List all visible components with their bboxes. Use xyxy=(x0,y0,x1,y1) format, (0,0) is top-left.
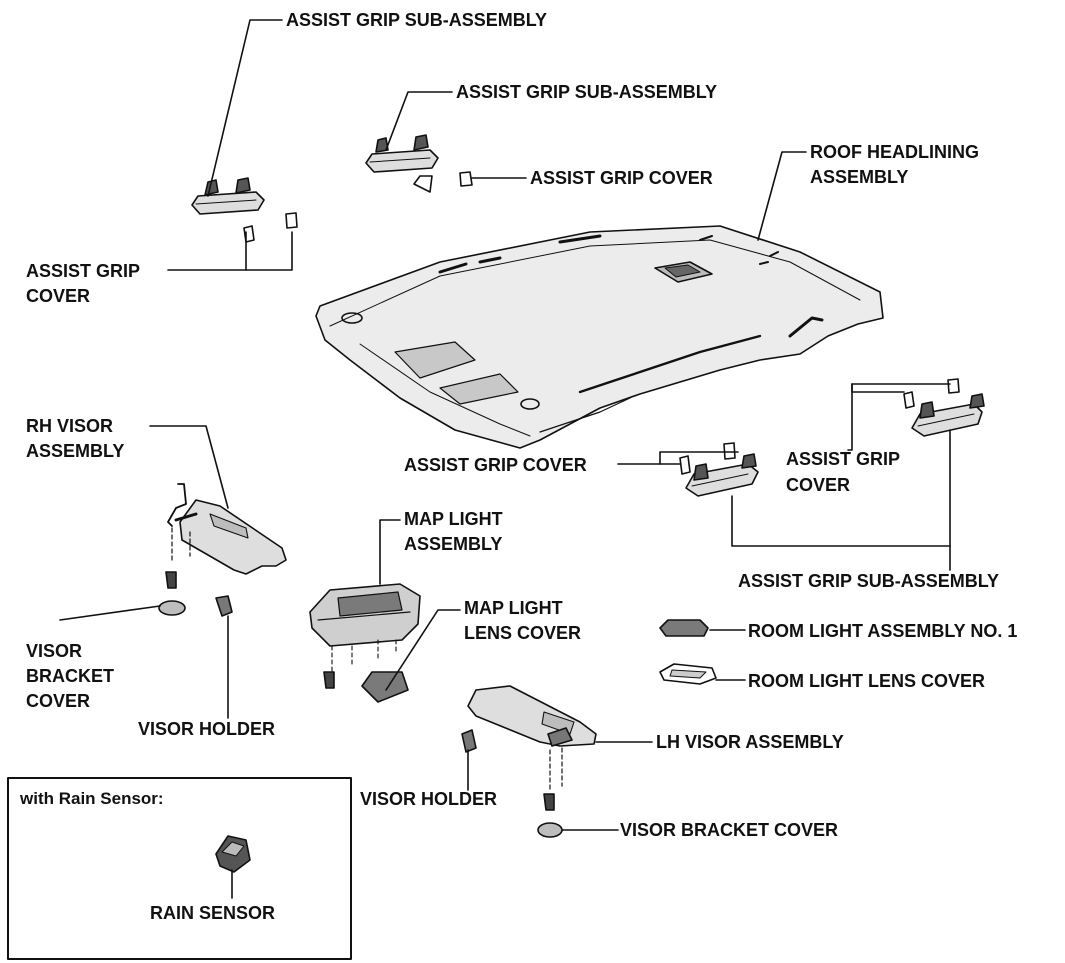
label-visor-bracket-cover-right: VISOR BRACKET COVER xyxy=(620,820,839,840)
label-rh-visor-line2: ASSEMBLY xyxy=(26,441,125,461)
rh-visor-part xyxy=(158,483,287,617)
label-visor-holder-left: VISOR HOLDER xyxy=(138,719,276,739)
label-map-light-line2: ASSEMBLY xyxy=(404,534,503,554)
leader-lines xyxy=(59,19,951,899)
map-light-part xyxy=(309,583,421,703)
label-room-light-assembly: ROOM LIGHT ASSEMBLY NO. 1 xyxy=(748,621,1018,641)
label-rh-visor-line1: RH VISOR xyxy=(26,416,114,436)
label-assist-grip-cover-left-line1: ASSIST GRIP xyxy=(26,261,141,281)
label-assist-grip-sub-assembly-top-center: ASSIST GRIP SUB-ASSEMBLY xyxy=(456,82,718,102)
label-assist-grip-cover-center: ASSIST GRIP COVER xyxy=(404,455,587,475)
inset-title: with Rain Sensor: xyxy=(20,789,164,808)
label-roof-headlining-line2: ASSEMBLY xyxy=(810,167,909,187)
label-visor-holder-right: VISOR HOLDER xyxy=(360,789,498,809)
assist-grip-top-center-part xyxy=(365,134,473,193)
assist-grip-top-left-part xyxy=(191,177,298,243)
label-assist-grip-sub-assembly-right: ASSIST GRIP SUB-ASSEMBLY xyxy=(738,571,1000,591)
label-assist-grip-cover-right-line1: ASSIST GRIP xyxy=(786,449,901,469)
room-light-part xyxy=(659,619,717,685)
label-rain-sensor: RAIN SENSOR xyxy=(150,903,276,923)
label-map-light-lens-line2: LENS COVER xyxy=(464,623,582,643)
label-room-light-lens: ROOM LIGHT LENS COVER xyxy=(748,671,986,691)
inset-frame xyxy=(7,777,352,960)
label-visor-bracket-line1: VISOR xyxy=(26,641,83,661)
assist-grip-center-right-part xyxy=(679,442,759,497)
roof-headlining-part xyxy=(315,225,884,449)
label-map-light-line1: MAP LIGHT xyxy=(404,509,503,529)
label-assist-grip-sub-assembly-top-left: ASSIST GRIP SUB-ASSEMBLY xyxy=(286,10,548,30)
label-roof-headlining-line1: ROOF HEADLINING xyxy=(810,142,979,162)
label-visor-bracket-line3: COVER xyxy=(26,691,91,711)
assist-grip-right-part xyxy=(903,378,985,437)
label-assist-grip-cover-top-center: ASSIST GRIP COVER xyxy=(530,168,713,188)
label-assist-grip-cover-left-line2: COVER xyxy=(26,286,91,306)
label-map-light-lens-line1: MAP LIGHT xyxy=(464,598,563,618)
rain-sensor-part xyxy=(215,835,251,873)
lh-visor-part xyxy=(461,685,597,838)
label-visor-bracket-line2: BRACKET xyxy=(26,666,114,686)
label-assist-grip-cover-right-line2: COVER xyxy=(786,475,851,495)
label-lh-visor: LH VISOR ASSEMBLY xyxy=(656,732,844,752)
